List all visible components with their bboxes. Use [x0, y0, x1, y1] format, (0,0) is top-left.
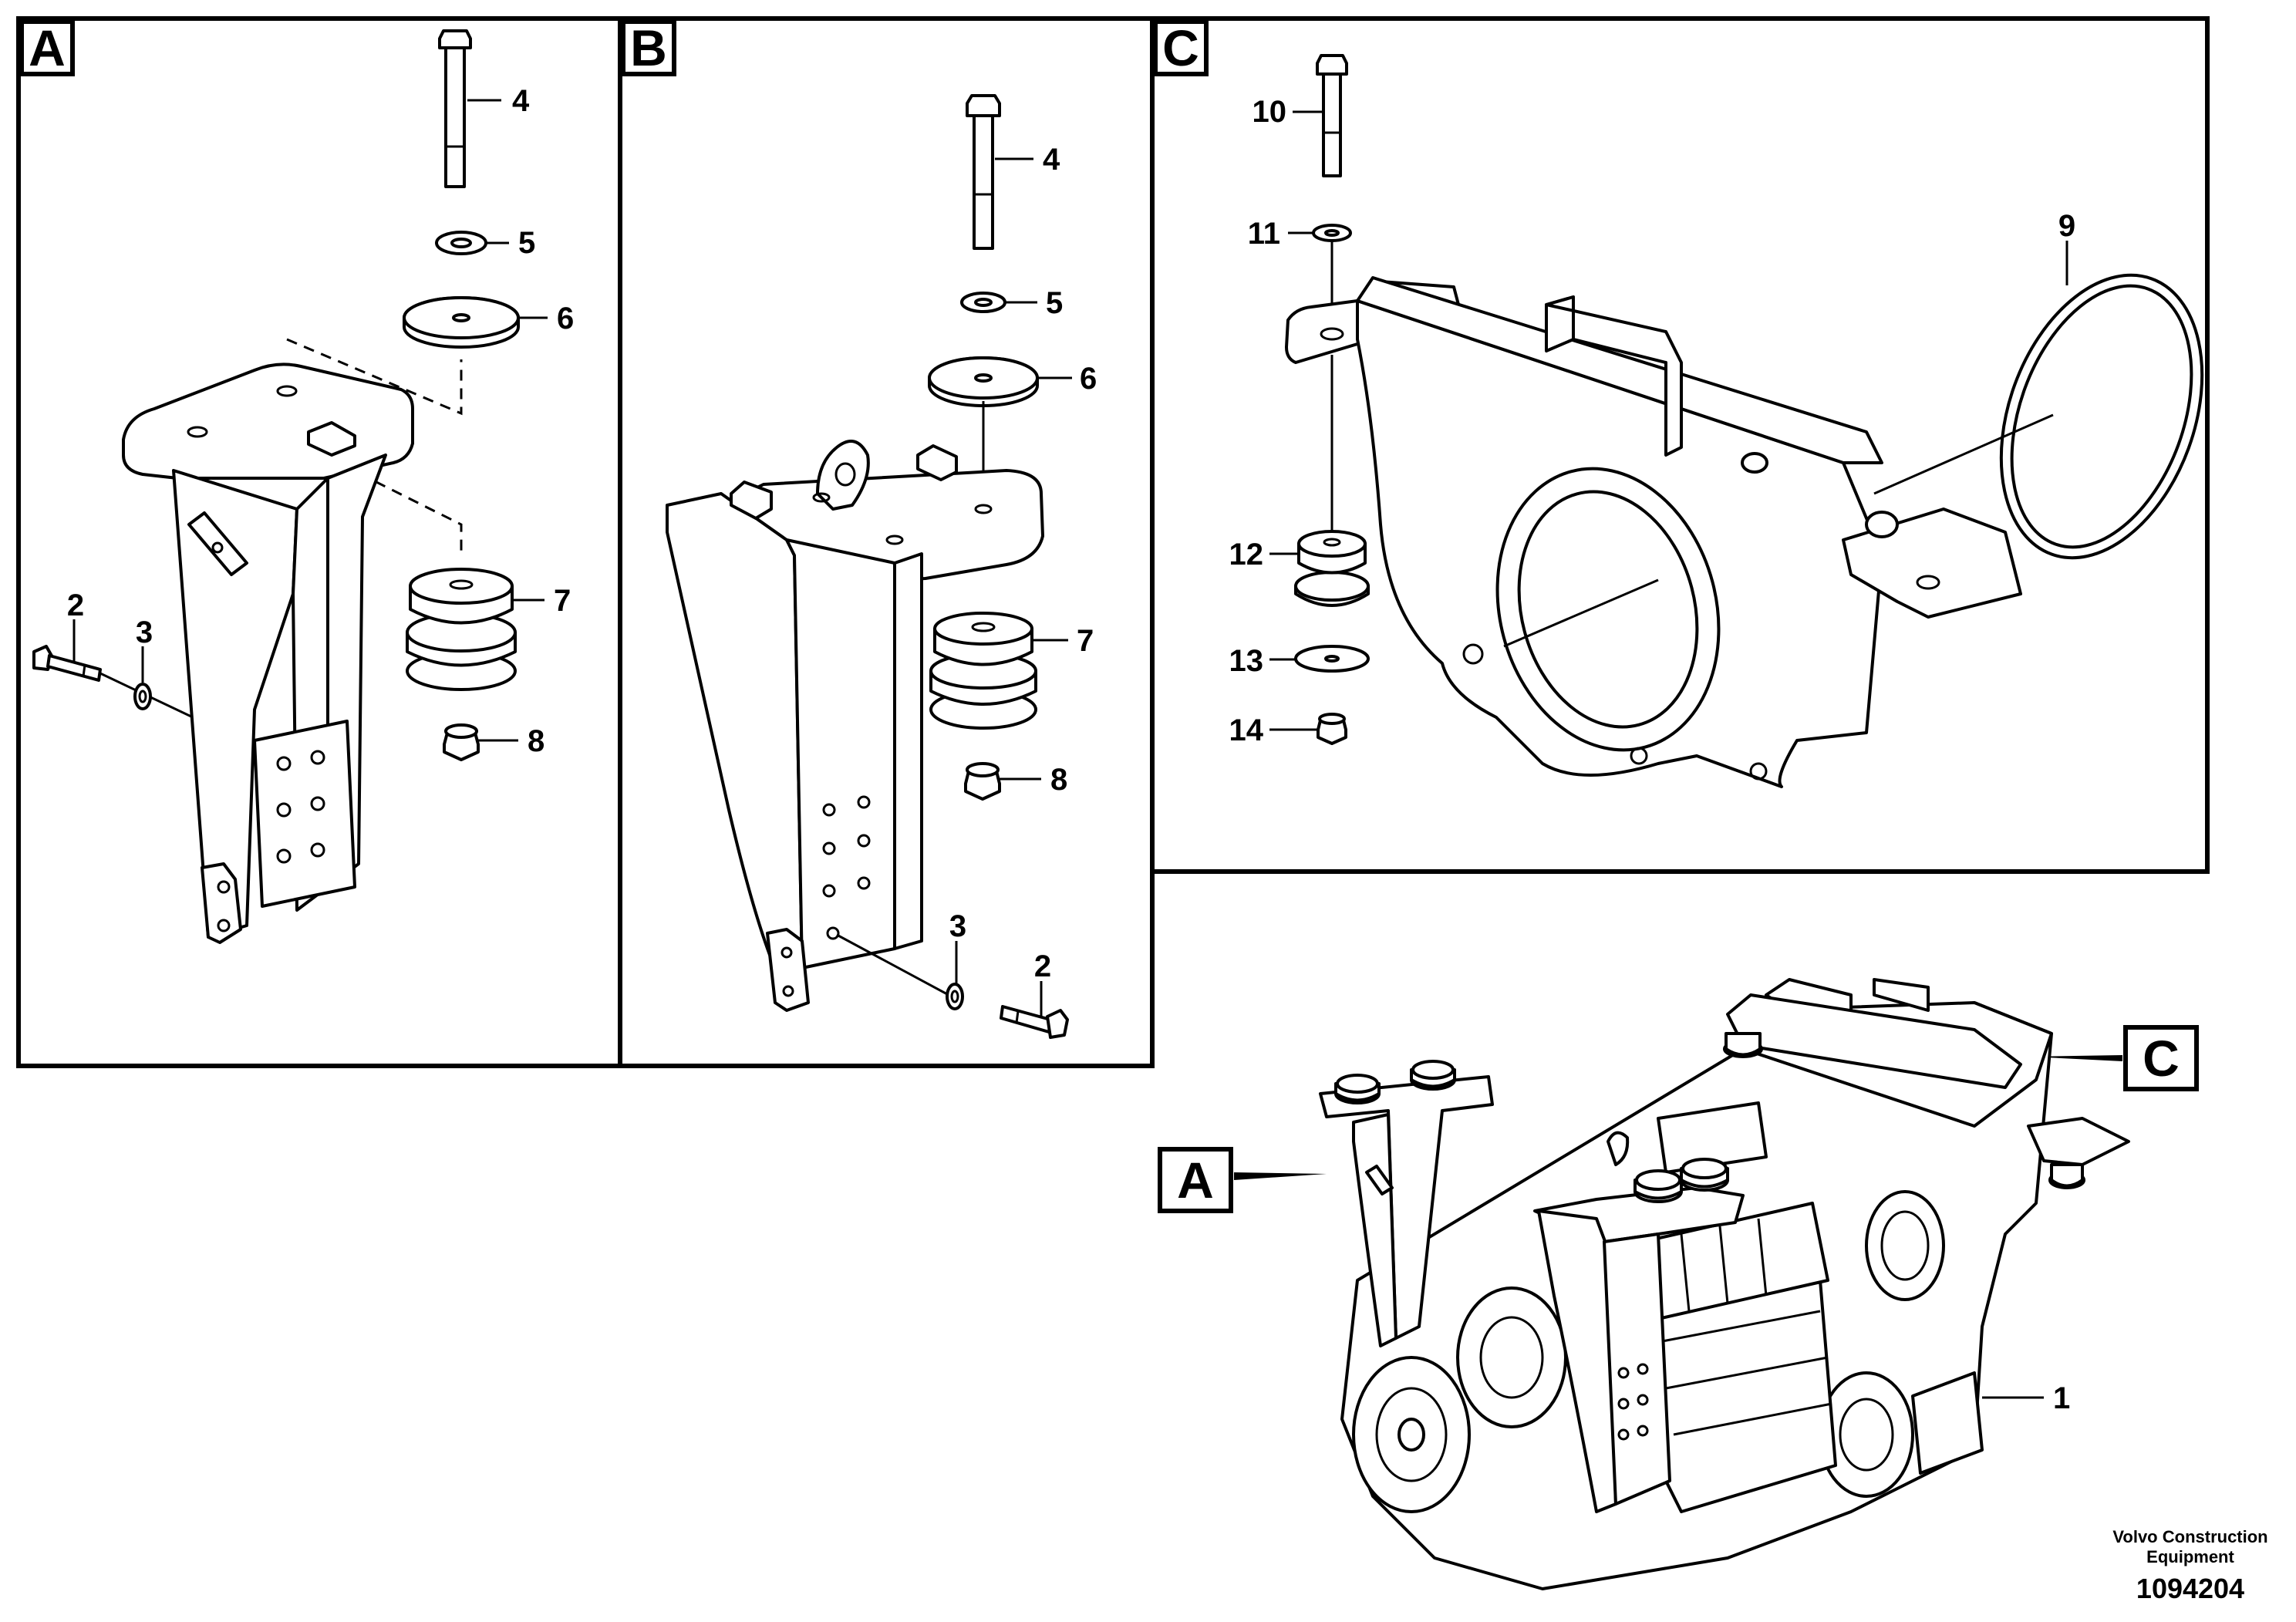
housing-bracket-icon [1285, 276, 2022, 788]
panel-c-frame [1152, 16, 2210, 874]
callout-a-8: 8 [528, 724, 544, 758]
callout-a-4: 4 [512, 84, 530, 118]
callout-c-12: 12 [1229, 538, 1264, 572]
pointer-arrow-icon [2030, 1055, 2122, 1061]
rubber-mount-icon [406, 568, 517, 691]
overview-label-c: C [2143, 1030, 2180, 1087]
company-name-line2: Equipment [2146, 1547, 2234, 1566]
bolt-icon [438, 29, 472, 188]
transmission-icon [1340, 978, 2053, 1590]
overview-label-a-box [1158, 1147, 1233, 1213]
washer-icon [133, 683, 152, 710]
bracket-c-overview-icon [1723, 978, 2130, 1189]
callout-b-7: 7 [1077, 624, 1094, 658]
panel-b-label-box [621, 19, 676, 76]
drawing-number: 1094204 [2136, 1573, 2244, 1604]
callout-c-14: 14 [1229, 713, 1264, 747]
callout-c-11: 11 [1248, 217, 1280, 251]
callout-a-6: 6 [557, 302, 574, 336]
side-bolt-icon [1000, 1005, 1069, 1039]
panel-b-frame [618, 16, 1155, 1068]
callout-overview-1: 1 [2053, 1381, 2070, 1415]
overview-assembly: A B C [1158, 978, 2199, 1590]
washer-icon [1312, 224, 1352, 242]
rubber-mount-icon [1294, 530, 1370, 607]
callout-b-5: 5 [1046, 286, 1063, 320]
company-name-line1: Volvo Construction [2112, 1527, 2267, 1546]
bolt-icon [966, 94, 1001, 250]
panel-c-label: C [1162, 19, 1199, 76]
nut-icon [443, 723, 480, 761]
mounting-bracket-icon [666, 440, 1044, 1012]
panel-frames [16, 16, 2210, 1068]
bolt-icon [1316, 54, 1348, 177]
panel-a-label-box [19, 19, 75, 76]
washer-icon [946, 983, 964, 1010]
callout-b-4: 4 [1043, 143, 1060, 177]
panel-b: B 4 5 6 [621, 19, 1097, 1039]
callout-b-6: 6 [1080, 362, 1097, 396]
overview-label-a: A [1177, 1152, 1214, 1209]
panel-b-label: B [630, 19, 667, 76]
callout-a-5: 5 [518, 226, 535, 260]
callout-c-13: 13 [1229, 644, 1264, 678]
callout-c-9: 9 [2058, 209, 2075, 243]
ring-icon [1999, 273, 2204, 560]
washer-icon [960, 292, 1006, 313]
nut-icon [1317, 713, 1347, 745]
panel-c-label-box [1153, 19, 1209, 76]
large-washer-icon [928, 356, 1039, 407]
large-washer-icon [1294, 645, 1370, 673]
washer-icon [435, 231, 487, 255]
callout-b-3: 3 [949, 909, 966, 943]
rubber-mount-icon [929, 612, 1037, 730]
callout-a-2: 2 [67, 588, 84, 622]
footer: Volvo Construction Equipment 1094204 [2112, 1527, 2267, 1604]
callout-a-3: 3 [136, 615, 153, 649]
callout-a-7: 7 [554, 584, 571, 618]
large-washer-icon [403, 296, 520, 349]
mounting-bracket-icon [122, 363, 414, 944]
panel-a-label: A [29, 19, 66, 76]
bracket-b-overview-icon [1533, 1131, 1745, 1513]
callout-c-10: 10 [1253, 95, 1287, 129]
nut-icon [964, 762, 1001, 801]
overview-label-c-box [2123, 1025, 2199, 1091]
callout-b-2: 2 [1034, 949, 1051, 983]
side-bolt-icon [32, 645, 102, 682]
callout-b-8: 8 [1050, 763, 1067, 797]
panel-c: C 10 11 [1153, 19, 2204, 788]
bracket-a-overview-icon [1319, 1060, 1494, 1347]
pointer-arrow-icon [1234, 1172, 1327, 1180]
panel-a: A 4 5 6 [19, 19, 574, 944]
